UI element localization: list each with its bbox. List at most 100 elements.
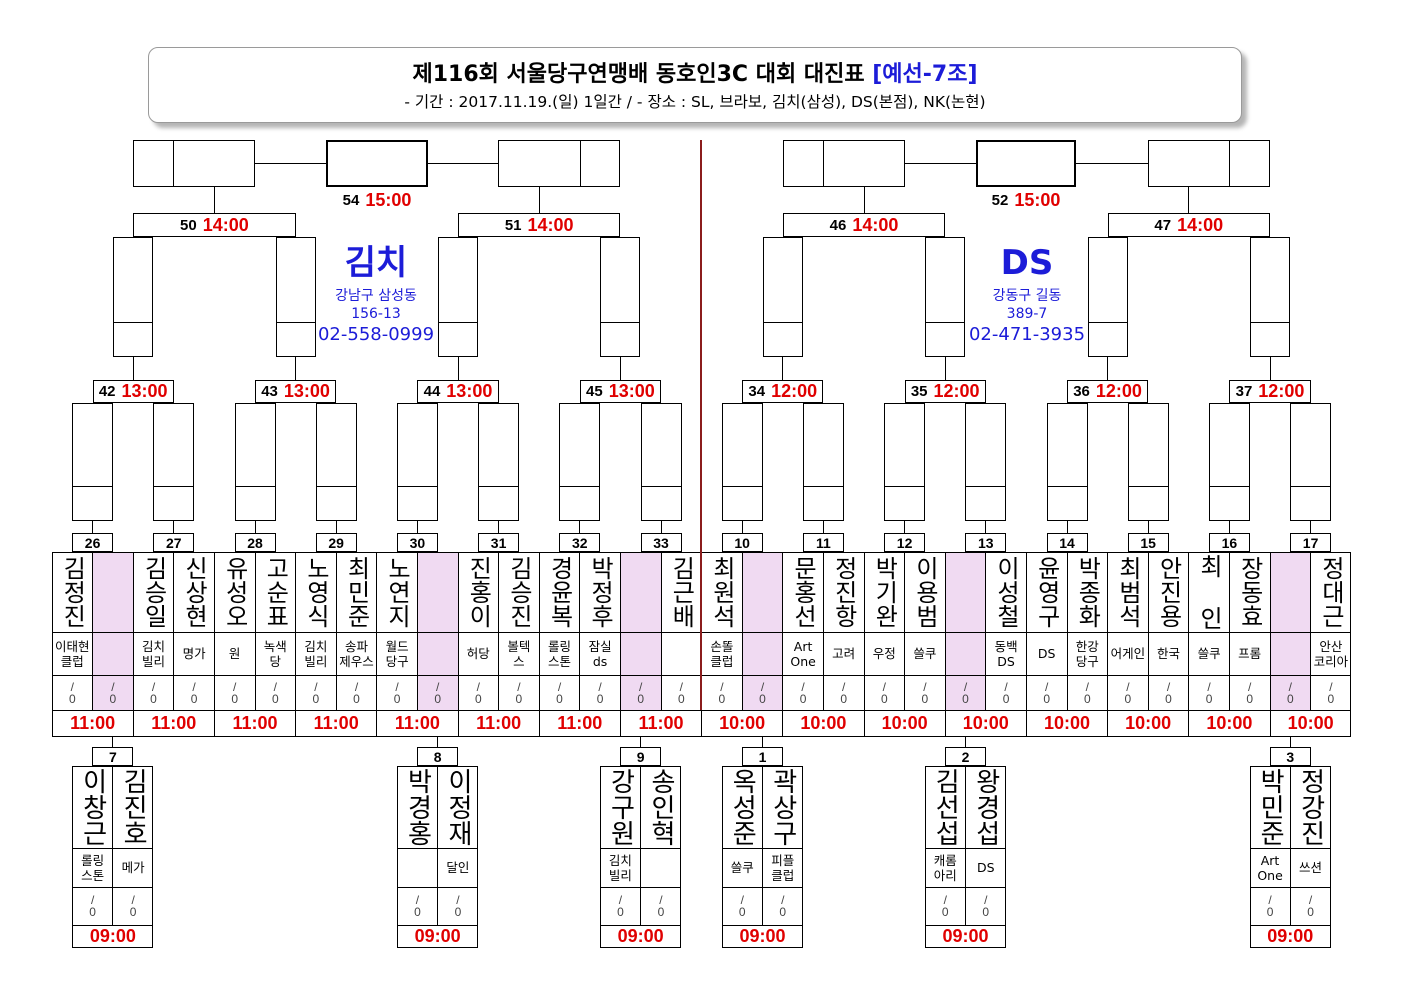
player-club: DS [1037, 646, 1056, 661]
score-slash: / [1126, 679, 1130, 694]
player-club: 한강 당구 [1075, 638, 1099, 669]
round-box [396, 403, 438, 521]
match-number: 51 [504, 216, 522, 234]
match-number: 47 [1154, 216, 1172, 234]
score-cell: /0 [783, 675, 824, 710]
score-slash: / [1004, 679, 1008, 694]
score-value: 0 [1165, 691, 1172, 706]
player-name-text: 진홍이 [464, 556, 493, 628]
score-slash: / [436, 679, 440, 694]
match-time: 13:00 [608, 381, 655, 401]
match-number: 45 [586, 383, 603, 400]
player-name-text: 정강진 [1295, 768, 1326, 846]
round-box-divider [1290, 485, 1332, 487]
match-number: 50 [180, 216, 197, 234]
slot-divider [660, 552, 662, 710]
score-slash: / [233, 679, 237, 694]
player-name: 강구원 [600, 766, 641, 848]
score-value: 0 [515, 691, 523, 706]
round-box [802, 403, 844, 521]
match-number-box: 13 [965, 533, 1007, 552]
final-box [976, 140, 1076, 187]
slot-divider [1289, 766, 1291, 925]
slot-divider [1228, 552, 1230, 710]
player-name: 김근배 [661, 552, 702, 632]
player-name: 최민준 [336, 552, 377, 632]
grid-line [1249, 886, 1331, 888]
quarter-box [1087, 237, 1128, 357]
bye-slot [92, 552, 134, 710]
slot-divider [437, 766, 439, 925]
score-cell: /0 [72, 887, 113, 925]
player-club: 피플 클럽 [771, 852, 795, 883]
match-time: 15:00 [1014, 189, 1061, 210]
score-cell: /0 [661, 675, 702, 710]
player-club: 동백 DS [994, 638, 1018, 669]
bracket-line [335, 521, 337, 533]
pair-divider [1025, 552, 1027, 737]
grid-line [397, 924, 479, 926]
score-cell: /0 [539, 675, 580, 710]
round-box-divider [72, 485, 114, 487]
round-box-divider [640, 485, 682, 487]
player-club: 달인 [446, 860, 470, 875]
slot-divider [579, 552, 581, 710]
bracket-line [92, 521, 94, 533]
score-cell: /0 [864, 675, 905, 710]
score-value: 0 [840, 691, 848, 706]
player-name: 정대근 [1311, 552, 1352, 632]
venue-address: 강동구 길동 [992, 288, 1062, 304]
player-club: 어게인 [1110, 646, 1146, 661]
score-cell: /0 [377, 675, 418, 710]
player-club: 명가 [182, 646, 206, 661]
bracket-line [944, 357, 946, 380]
round-box [884, 403, 926, 521]
bracket-line [863, 187, 865, 213]
match-number-box: 31 [478, 533, 520, 552]
round-box [559, 403, 601, 521]
score-slash: / [314, 679, 318, 694]
score-cell: /0 [620, 675, 661, 710]
round-box-divider [1127, 485, 1169, 487]
match-time: 09:00 [617, 926, 664, 946]
score-cell: /0 [1270, 675, 1311, 710]
round-box [234, 403, 276, 521]
bracket-line [1066, 521, 1068, 533]
player-name-text: 박경홍 [402, 768, 433, 846]
player-name: 이용범 [905, 552, 946, 632]
player-name-text: 왕경섭 [970, 768, 1001, 846]
score-cell: /0 [1290, 887, 1331, 925]
round-box [1290, 403, 1332, 521]
title-text: 제116회 서울당구연맹배 동호인3C 대회 대진표 [412, 62, 865, 87]
pair-divider [538, 552, 540, 737]
player-club: 쓸쿠 [913, 646, 937, 661]
player-name-text: 유성오 [220, 556, 249, 628]
round-box [72, 403, 114, 521]
bracket-line [498, 521, 500, 533]
quarter-box [113, 237, 154, 357]
score-value: 0 [1083, 691, 1091, 706]
score-slash: / [720, 679, 724, 694]
score-slash: / [618, 893, 623, 907]
round-box [478, 403, 520, 521]
player-name-text: 송인혁 [645, 768, 676, 846]
venue-lot: 156-13 [351, 306, 401, 322]
player-name: 최원석 [702, 552, 743, 632]
score-value: 0 [880, 691, 888, 706]
score-slash: / [659, 893, 663, 907]
player-name: 왕경섭 [966, 766, 1007, 848]
score-slash: / [151, 679, 156, 694]
score-cell: /0 [133, 675, 174, 710]
slot-divider [335, 552, 337, 710]
score-value: 0 [454, 905, 462, 919]
round-box [315, 403, 357, 521]
match-time: 11:00 [151, 713, 197, 733]
bracket-line [904, 162, 976, 164]
match-time: 09:00 [89, 926, 136, 946]
round-box-divider [965, 485, 1007, 487]
quarter-box-divider [438, 321, 478, 323]
match-number-box: 9 [620, 747, 662, 766]
